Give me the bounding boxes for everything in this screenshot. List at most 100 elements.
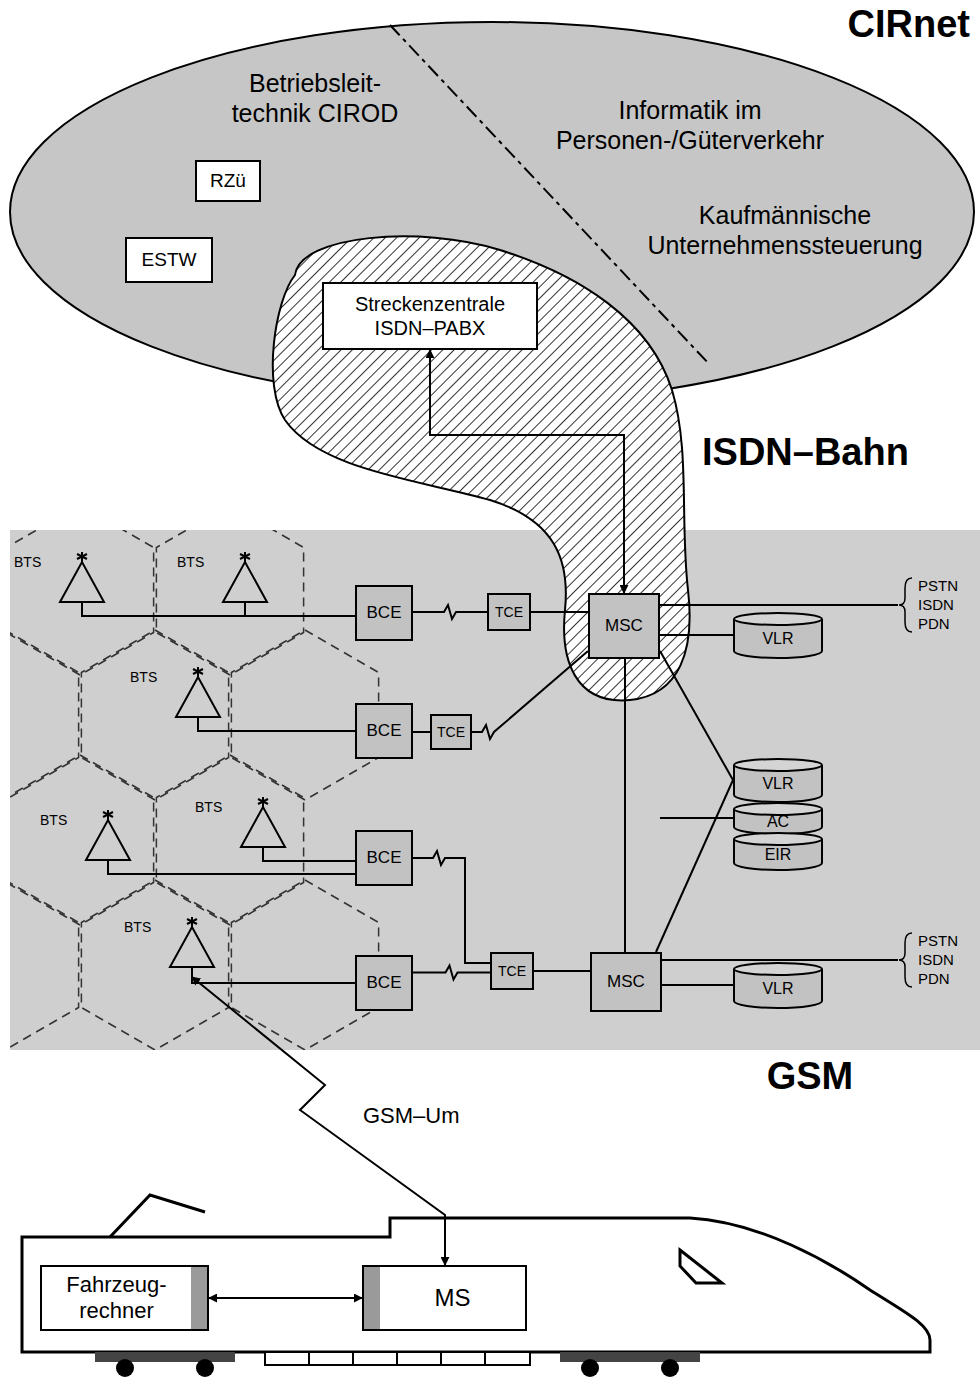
node-label: Fahrzeug- rechner (46, 1272, 187, 1325)
cell-boundary (6, 755, 153, 925)
node-label: ESTW (142, 249, 197, 272)
node-label: BCE (367, 973, 402, 993)
cell-boundary (0, 630, 79, 800)
wheel (116, 1359, 134, 1377)
bogie (95, 1352, 235, 1362)
text-holder: CIRnet (600, 2, 970, 48)
component-box: MS (362, 1265, 527, 1331)
node-label: MSC (607, 972, 645, 992)
cell-boundary (0, 880, 79, 1050)
text-label: ISDN–Bahn (702, 430, 909, 476)
edge-label: GSM–Um (360, 1103, 463, 1129)
component-box: BCE (355, 955, 413, 1011)
region-label: Informatik im Personen-/Güterverkehr (540, 95, 840, 155)
cell-boundary (6, 505, 153, 675)
train-skirt (265, 1352, 530, 1365)
component-box: ESTW (125, 237, 213, 283)
cell-boundary (81, 880, 228, 1050)
network-ellipse: RZüESTW Streckenzentrale ISDN–PABX CIRnetB… (0, 0, 980, 410)
component-box: TCE (487, 593, 531, 631)
cirnet-ellipse (10, 22, 974, 402)
text-holder: GSM (745, 1054, 875, 1100)
wheel (196, 1359, 214, 1377)
component-box: BCE (355, 830, 413, 886)
node-label: RZü (210, 170, 246, 193)
connector (662, 984, 733, 986)
connector (534, 970, 590, 972)
region-title: GSM (745, 1054, 875, 1100)
text-label: PDN (918, 615, 950, 633)
node-label: BTS (38, 812, 69, 829)
band-ground (10, 530, 980, 1050)
node-label: TCE (498, 963, 526, 980)
connector (413, 731, 430, 733)
component-box: BCE (355, 703, 413, 759)
base-station: BTS (175, 550, 270, 612)
base-station: BTS (38, 808, 133, 870)
node-label: MSC (605, 616, 643, 636)
base-station: BTS (12, 550, 107, 612)
text-holder: Informatik im Personen-/Güterverkehr (540, 95, 840, 155)
network-wire (660, 604, 898, 606)
network-wire (662, 959, 898, 961)
node-label: BTS (128, 669, 159, 686)
connector (209, 1297, 362, 1299)
node-label: VLR (762, 629, 793, 648)
component-box: BCE (355, 585, 413, 641)
text-holder: Betriebsleit- technik CIROD (215, 68, 415, 128)
network-wire (660, 817, 733, 819)
node-label: BTS (193, 799, 224, 816)
connector (624, 659, 626, 952)
wheel (661, 1359, 679, 1377)
region-label: Betriebsleit- technik CIROD (215, 68, 415, 128)
component-box: Streckenzentrale ISDN–PABX (322, 282, 538, 350)
node-label: VLR (762, 774, 793, 793)
node-label: Streckenzentrale ISDN–PABX (326, 292, 534, 340)
node-label: EIR (765, 845, 792, 864)
node-label: BTS (12, 554, 43, 571)
component-box: TCE (490, 952, 534, 990)
component-box: MSC (590, 952, 662, 1012)
node-label: MS (435, 1284, 471, 1313)
gsm-band: BTS BTS BTS BTS BTS BTS BCE TCE MSC VLR BCE TCE BCE V… (10, 530, 980, 1100)
text-holder: Kaufmännische Unternehmenssteuerung (625, 200, 945, 260)
cell-boundary (81, 630, 228, 800)
region-label: Kaufmännische Unternehmenssteuerung (625, 200, 945, 260)
wheel (581, 1359, 599, 1377)
database-cylinder: VLR (733, 612, 823, 658)
node-label: BCE (367, 848, 402, 868)
component-box: Fahrzeug- rechner (40, 1265, 209, 1331)
node-label: BTS (175, 554, 206, 571)
cell-boundary (156, 505, 303, 675)
region-title: CIRnet (600, 2, 970, 48)
node-label: TCE (437, 724, 465, 741)
bogie (560, 1352, 700, 1362)
database-cylinder: EIR (733, 832, 823, 870)
pantograph (110, 1195, 205, 1237)
text-label: PSTN (918, 932, 958, 950)
text-label: ISDN (918, 596, 954, 614)
train-windshield (680, 1250, 722, 1283)
node-label: TCE (495, 604, 523, 621)
train-body (22, 1218, 930, 1352)
base-station: BTS (128, 665, 223, 727)
component-box: RZü (195, 160, 261, 202)
cell-boundary (156, 755, 303, 925)
database-cylinder: VLR (733, 758, 823, 802)
text-label: PSTN (918, 577, 958, 595)
database-cylinder: AC (733, 802, 823, 834)
connector (531, 611, 588, 613)
component-box: TCE (430, 714, 472, 750)
connector (660, 634, 733, 636)
train-skirt-divisions (309, 1352, 485, 1365)
database-cylinder: VLR (733, 962, 823, 1008)
node-label: BCE (367, 603, 402, 623)
base-station: BTS (122, 915, 217, 977)
node-label: BTS (122, 919, 153, 936)
text-label: ISDN (918, 951, 954, 969)
base-station: BTS (193, 795, 288, 857)
node-label: BCE (367, 721, 402, 741)
node-label: AC (767, 812, 789, 831)
node-label: VLR (762, 979, 793, 998)
